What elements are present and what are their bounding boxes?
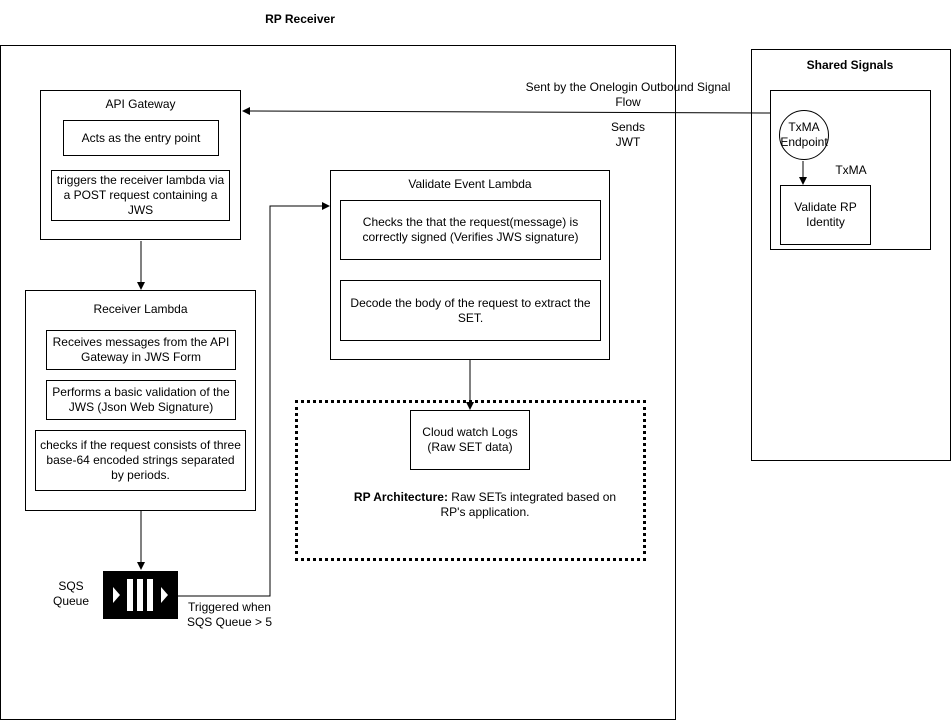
txma-label: TxMA: [835, 163, 867, 177]
checks-signed-box: Checks the that the request(message) is …: [340, 200, 601, 260]
shared-signals-title: Shared Signals: [806, 58, 894, 72]
arrow-sqs-to-validate-lambda: [178, 202, 330, 597]
triggers-receiver-box: triggers the receiver lambda via a POST …: [51, 170, 230, 221]
rp-architecture-bold: RP Architecture:: [353, 490, 448, 504]
sends-jwt-label: Sends JWT: [610, 120, 646, 149]
validate-event-lambda-title: Validate Event Lambda: [408, 177, 532, 191]
checks-base64-box: checks if the request consists of three …: [35, 430, 246, 491]
arrow-txma-to-api-gateway: [242, 107, 771, 116]
txma-endpoint-node: TxMA Endpoint: [779, 110, 829, 160]
cloudwatch-logs-box: Cloud watch Logs (Raw SET data): [410, 410, 530, 470]
decode-body-box: Decode the body of the request to extrac…: [340, 280, 601, 341]
receives-messages-box: Receives messages from the API Gateway i…: [46, 330, 236, 370]
rp-architecture-text: RP Architecture: Raw SETs integrated bas…: [350, 490, 620, 520]
rp-architecture-desc: Raw SETs integrated based on RP's applic…: [440, 490, 617, 519]
sent-by-label: Sent by the Onelogin Outbound Signal Flo…: [525, 80, 731, 109]
validate-rp-identity-box: Validate RP Identity: [780, 185, 871, 245]
txma-group: [770, 90, 931, 250]
basic-validation-box: Performs a basic validation of the JWS (…: [46, 380, 236, 420]
sqs-queue-label: SQS Queue: [52, 579, 90, 608]
rp-receiver-container: [0, 45, 676, 720]
rp-architecture-area: [295, 400, 646, 561]
sqs-queue-icon: [103, 571, 178, 619]
rp-receiver-title: RP Receiver: [265, 12, 335, 26]
receiver-lambda-title: Receiver Lambda: [93, 302, 188, 316]
entry-point-box: Acts as the entry point: [63, 120, 219, 156]
api-gateway-title: API Gateway: [105, 97, 176, 111]
sqs-trigger-label: Triggered when SQS Queue > 5: [186, 600, 273, 629]
